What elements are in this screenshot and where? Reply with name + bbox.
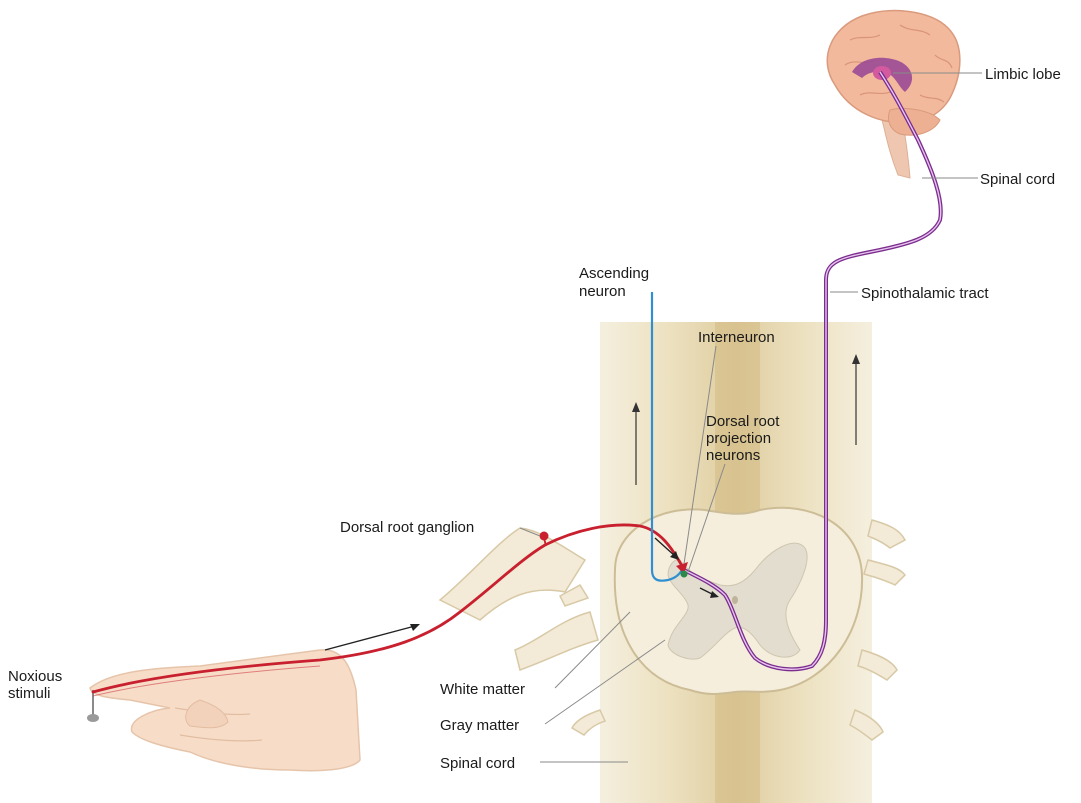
label-limbic-lobe: Limbic lobe xyxy=(985,66,1061,83)
label-noxious-stimuli-line2: stimuli xyxy=(8,685,51,702)
label-dorsal-root-ganglion: Dorsal root ganglion xyxy=(340,519,474,536)
label-gray-matter: Gray matter xyxy=(440,717,519,734)
dorsal-root-ganglion-cell xyxy=(540,532,549,541)
arrow-hand xyxy=(325,624,420,650)
label-dorsal-root-projection-line2: projection xyxy=(706,430,771,447)
label-spinothalamic-tract: Spinothalamic tract xyxy=(861,285,989,302)
label-spinal-cord-bottom: Spinal cord xyxy=(440,755,515,772)
label-dorsal-root-projection-line1: Dorsal root xyxy=(706,413,780,430)
label-ascending-neuron: Ascending neuron xyxy=(579,265,653,300)
label-interneuron: Interneuron xyxy=(698,329,775,346)
projection-neuron-cell xyxy=(681,571,688,578)
label-spinal-cord-top: Spinal cord xyxy=(980,171,1055,188)
label-ascending-neuron-line2: neuron xyxy=(579,283,626,300)
label-white-matter: White matter xyxy=(440,681,525,698)
label-dorsal-root-projection-line3: neurons xyxy=(706,447,760,464)
label-noxious-stimuli: Noxious stimuli xyxy=(8,668,66,702)
ventral-root-left xyxy=(515,612,598,670)
label-ascending-neuron-line1: Ascending xyxy=(579,265,649,282)
label-noxious-stimuli-line1: Noxious xyxy=(8,668,62,685)
central-canal xyxy=(732,596,738,604)
nerve-right-upper xyxy=(868,520,905,548)
dorsal-root xyxy=(440,528,585,620)
